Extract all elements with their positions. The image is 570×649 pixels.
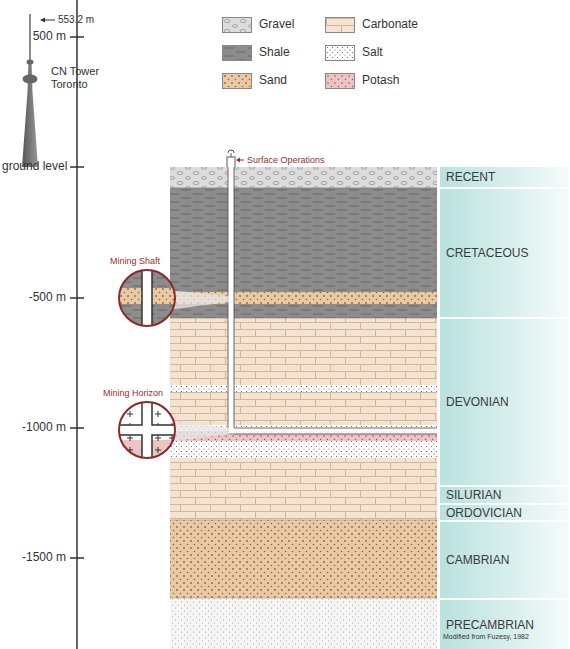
callout-label: Surface Operations [247,155,325,165]
era-name: RECENT [446,170,495,184]
era-name: CRETACEOUS [446,246,528,260]
callout-label: Mining Horizon [103,388,163,398]
callout-label: Mining Shaft [110,256,160,266]
era-band: PRECAMBRIAN [440,600,568,649]
era-band: RECENT [440,167,568,187]
axis-label: -1500 m [22,551,66,565]
legend-swatch [222,73,252,89]
era-name: DEVONIAN [446,395,509,409]
axis-label: ground level [2,160,67,174]
era-name: SILURIAN [446,488,501,502]
legend-label: Potash [362,74,399,88]
legend-label: Salt [362,46,383,60]
era-band: CAMBRIAN [440,522,568,598]
axis-label: -1000 m [22,421,66,435]
era-band: DEVONIAN [440,319,568,485]
legend-label: Sand [259,74,287,88]
era-band: CRETACEOUS [440,189,568,317]
era-band: ORDOVICIAN [440,505,568,520]
tower-label: CN Tower Toronto [51,65,111,90]
era-name: CAMBRIAN [446,553,509,567]
legend-label: Shale [259,46,290,60]
legend-label: Carbonate [362,18,418,32]
legend-swatch [325,17,355,33]
era-band: SILURIAN [440,487,568,503]
legend-label: Gravel [259,18,294,32]
height-label: 553.2 m [58,14,94,26]
legend-swatch [222,45,252,61]
legend-swatch [325,73,355,89]
legend-swatch [325,45,355,61]
axis-label: 500 m [33,30,66,44]
era-name: ORDOVICIAN [446,506,522,520]
era-name: PRECAMBRIAN [446,618,534,632]
axis-label: -500 m [29,291,66,305]
source-note: Modified from Fuzesy, 1982 [443,633,529,641]
legend-swatch [222,17,252,33]
